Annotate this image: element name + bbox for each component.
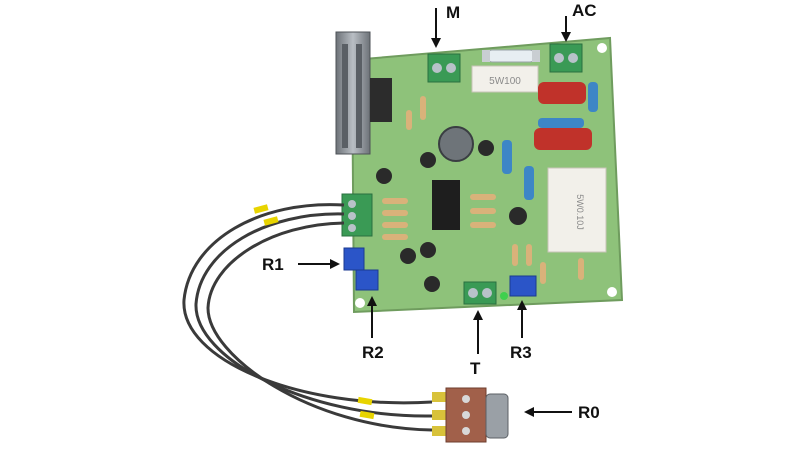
electrolytic-capacitor — [420, 242, 436, 258]
resistor — [524, 166, 534, 200]
film-capacitor — [538, 82, 586, 104]
terminal-block-m — [427, 53, 461, 83]
led — [500, 292, 508, 300]
callout-arrows — [298, 8, 572, 417]
resistor — [538, 118, 584, 128]
electrolytic-capacitor — [478, 140, 494, 156]
resistor-marking: 5W100 — [489, 76, 521, 87]
electrolytic-capacitor — [400, 248, 416, 264]
label-t: T — [470, 359, 481, 378]
label-r2: R2 — [362, 343, 384, 362]
electrolytic-capacitor — [438, 126, 474, 162]
wire-tape — [253, 204, 375, 420]
mounting-hole — [597, 43, 607, 53]
ic-chip — [432, 180, 460, 230]
small-resistors — [382, 96, 584, 284]
terminal-block-t — [463, 281, 497, 305]
external-potentiometer — [432, 387, 509, 443]
label-r3: R3 — [510, 343, 532, 362]
label-ac: AC — [572, 1, 597, 20]
fuse — [482, 49, 540, 63]
resistor — [588, 82, 598, 112]
electrolytic-capacitor — [376, 168, 392, 184]
resistor — [502, 140, 512, 174]
trimmer-r1 — [343, 247, 365, 271]
terminal-block-r-wires — [341, 193, 373, 237]
regulator-chip — [370, 78, 392, 122]
label-r0: R0 — [578, 403, 600, 422]
wire-harness — [182, 203, 433, 432]
electrolytic-capacitor — [509, 207, 527, 225]
trimmer-r3 — [509, 275, 537, 297]
electrolytic-capacitor — [424, 276, 440, 292]
label-m: M — [446, 3, 461, 22]
mounting-hole — [607, 287, 617, 297]
film-capacitor — [534, 128, 592, 150]
resistor-marking: 5W0.10J — [575, 194, 585, 230]
power-resistor-right: 5W0.10J — [547, 167, 607, 253]
electrolytic-capacitor — [420, 152, 436, 168]
trimmer-r2 — [355, 269, 379, 291]
mounting-hole — [355, 298, 365, 308]
power-resistor-top: 5W100 — [471, 65, 539, 93]
heatsink — [335, 31, 392, 155]
terminal-block-ac — [549, 43, 583, 73]
label-r1: R1 — [262, 255, 284, 274]
